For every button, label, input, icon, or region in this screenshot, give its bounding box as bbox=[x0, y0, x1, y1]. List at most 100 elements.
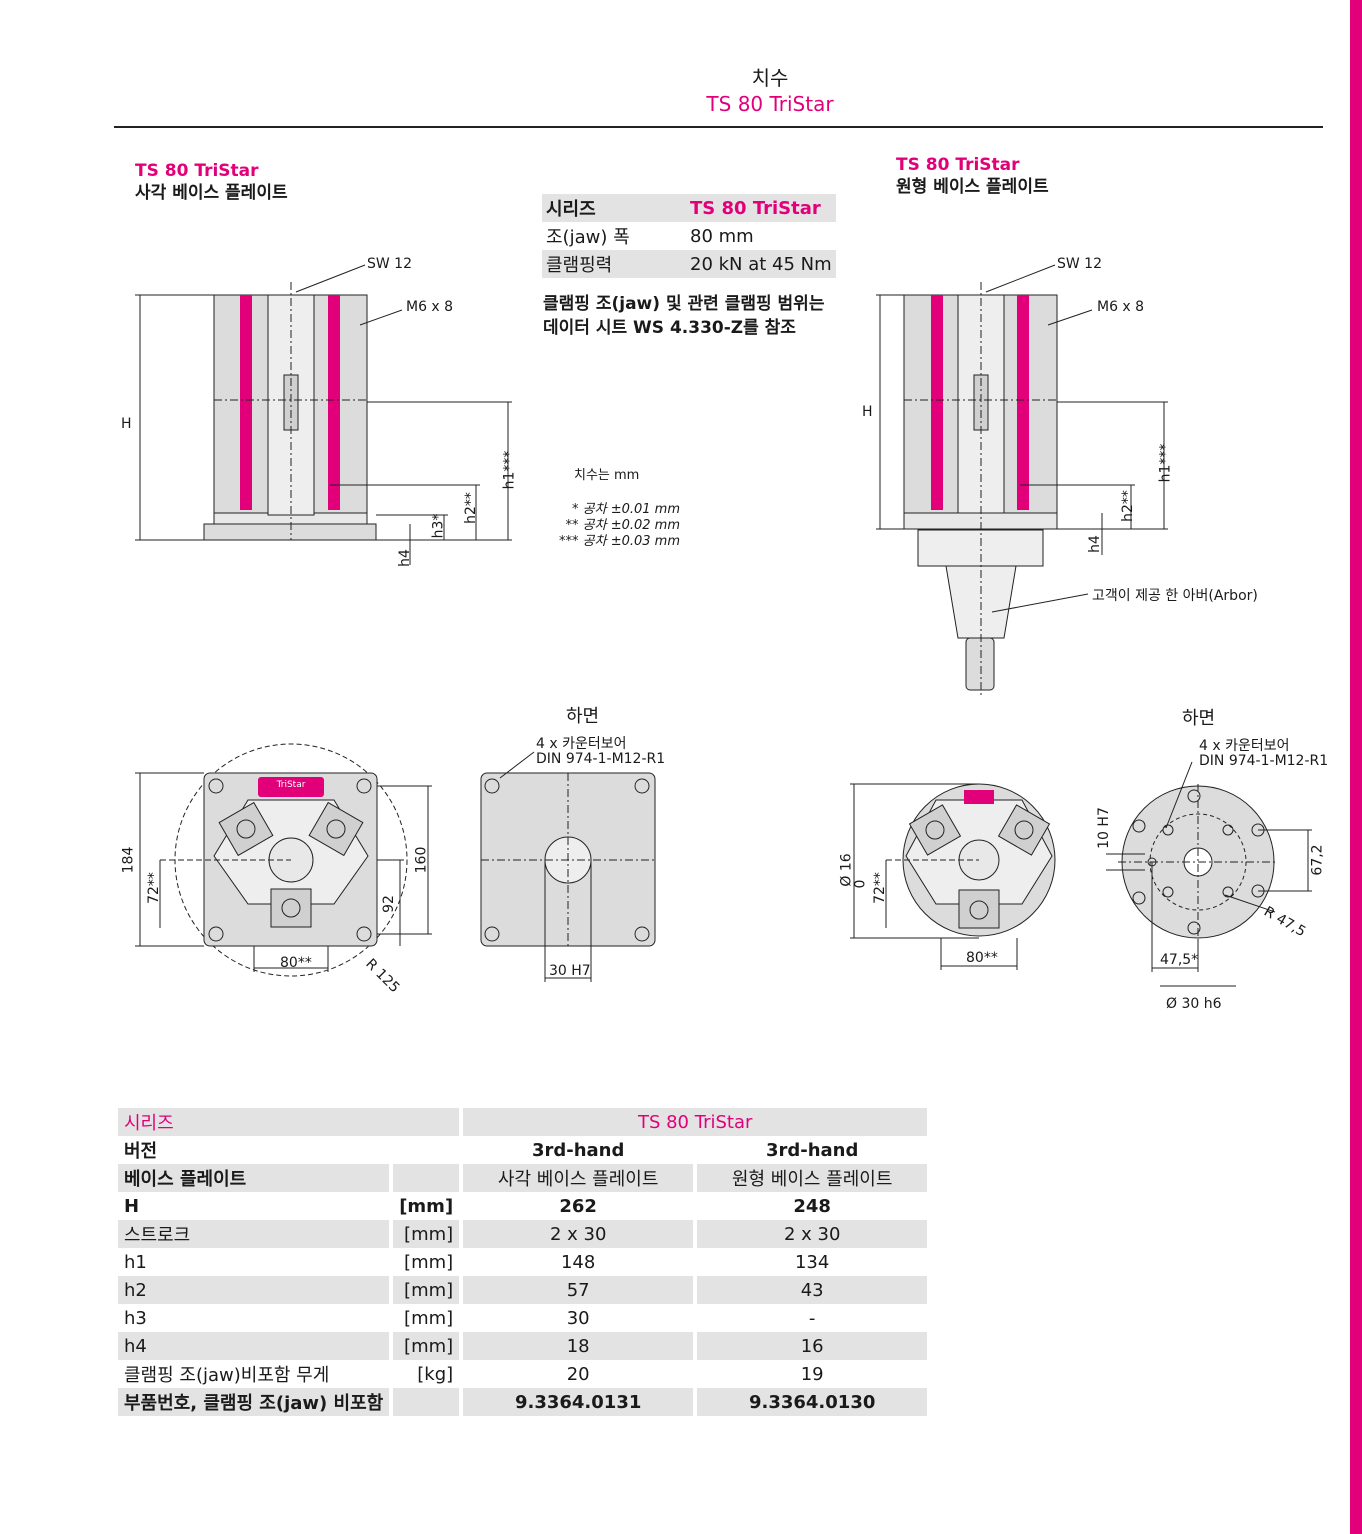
row-unit: [mm] bbox=[393, 1332, 460, 1360]
spec-row-series: 시리즈 TS 80 TriStar bbox=[542, 194, 836, 222]
row-value-square: 3rd-hand bbox=[531, 1139, 625, 1161]
spec-value: 80 mm bbox=[690, 225, 754, 247]
right-front-view bbox=[876, 264, 1168, 695]
table-row: h3 [mm] 30 - bbox=[118, 1304, 927, 1332]
dim-184: 184 bbox=[120, 846, 137, 874]
page-title: 치수 bbox=[751, 66, 789, 90]
table-row: 클램핑 조(jaw)비포함 무게 [kg] 20 19 bbox=[118, 1360, 927, 1388]
label-m6-right: M6 x 8 bbox=[1097, 299, 1145, 315]
plate-logo-left: TriStar bbox=[276, 780, 306, 790]
reference-note: 클램핑 조(jaw) 및 관련 클램핑 범위는 데이터 시트 WS 4.330-… bbox=[543, 292, 824, 340]
label-arbor: 고객이 제공 한 아버(Arbor) bbox=[1092, 588, 1258, 604]
row-unit bbox=[393, 1136, 459, 1164]
row-value-round: 248 bbox=[793, 1195, 831, 1217]
row-name: 클램핑 조(jaw)비포함 무게 bbox=[124, 1365, 330, 1386]
dim-47-5: 47,5* bbox=[1160, 952, 1199, 968]
row-name: 부품번호, 클램핑 조(jaw) 비포함 bbox=[118, 1388, 390, 1416]
spec-value: 20 kN at 45 Nm bbox=[686, 250, 836, 278]
label-h-right: H bbox=[862, 404, 873, 420]
table-header-row: 시리즈 TS 80 TriStar bbox=[118, 1108, 928, 1136]
dimension-table: 시리즈 TS 80 TriStar 버전 3rd-hand 3rd-hand 베… bbox=[114, 1108, 931, 1416]
label-h4-left: h4 bbox=[396, 549, 413, 567]
dim-160: 160 bbox=[413, 846, 430, 874]
page-edge-accent-bar bbox=[1350, 0, 1362, 1534]
row-unit: [mm] bbox=[393, 1276, 460, 1304]
header-divider bbox=[114, 126, 1323, 128]
row-value-square: 사각 베이스 플레이트 bbox=[463, 1164, 694, 1192]
row-unit: [mm] bbox=[399, 1195, 454, 1217]
row-value-round: 134 bbox=[794, 1251, 830, 1273]
left-drawing-subtitle: 사각 베이스 플레이트 bbox=[135, 183, 288, 203]
row-value-square: 57 bbox=[463, 1276, 694, 1304]
row-value-square: 148 bbox=[560, 1251, 596, 1273]
right-drawing-subtitle: 원형 베이스 플레이트 bbox=[896, 177, 1049, 197]
table-row: h1 [mm] 148 134 bbox=[118, 1248, 927, 1276]
counterbore-line-1: 4 x 카운터보어 bbox=[1199, 738, 1290, 754]
label-h-left: H bbox=[121, 416, 132, 432]
row-name: 스트로크 bbox=[118, 1220, 390, 1248]
label-h3-left: h3* bbox=[430, 513, 447, 539]
label-h2-left: h2** bbox=[462, 492, 479, 524]
label-h4-right: h4 bbox=[1086, 535, 1103, 553]
table-row: 부품번호, 클램핑 조(jaw) 비포함 9.3364.0131 9.3364.… bbox=[118, 1388, 928, 1416]
row-name: h2 bbox=[118, 1276, 390, 1304]
spec-label: 조(jaw) 폭 bbox=[546, 227, 630, 248]
table-row: 버전 3rd-hand 3rd-hand bbox=[118, 1136, 927, 1164]
spec-value: TS 80 TriStar bbox=[686, 194, 836, 222]
series-value: TS 80 TriStar bbox=[463, 1108, 928, 1136]
row-value-round: 16 bbox=[697, 1332, 928, 1360]
spec-row-clamping-force: 클램핑력 20 kN at 45 Nm bbox=[542, 250, 836, 278]
left-drawing-heading: TS 80 TriStar 사각 베이스 플레이트 bbox=[135, 160, 288, 204]
left-bottom-view-2 bbox=[480, 751, 656, 982]
table-row: 베이스 플레이트 사각 베이스 플레이트 원형 베이스 플레이트 bbox=[118, 1164, 928, 1192]
page-subtitle: TS 80 TriStar bbox=[706, 92, 834, 116]
row-value-round: 원형 베이스 플레이트 bbox=[697, 1164, 928, 1192]
row-value-square: 18 bbox=[463, 1332, 694, 1360]
spec-label: 클램핑력 bbox=[542, 250, 686, 278]
dim-72-right: 72** bbox=[871, 872, 888, 904]
series-label: 시리즈 bbox=[118, 1108, 460, 1136]
row-value-square: 262 bbox=[559, 1195, 597, 1217]
label-m6-left: M6 x 8 bbox=[406, 299, 454, 315]
label-h1-right: h1*** bbox=[1157, 443, 1174, 483]
label-h2-right: h2** bbox=[1119, 490, 1136, 522]
row-unit bbox=[393, 1164, 460, 1192]
right-drawing-title: TS 80 TriStar bbox=[896, 155, 1020, 175]
row-name: h4 bbox=[118, 1332, 390, 1360]
label-counterbore-left: 4 x 카운터보어 DIN 974-1-M12-R1 bbox=[536, 737, 665, 767]
row-value-round: 19 bbox=[800, 1363, 824, 1385]
counterbore-line-1: 4 x 카운터보어 bbox=[536, 736, 627, 752]
left-bottom-view-1 bbox=[135, 743, 432, 977]
tolerance-1: * 공차 ±0.01 mm bbox=[572, 502, 680, 517]
label-bottom-view-right: 하면 bbox=[1182, 708, 1216, 729]
row-unit: [mm] bbox=[393, 1220, 460, 1248]
reference-note-line-1: 클램핑 조(jaw) 및 관련 클램핑 범위는 bbox=[543, 294, 825, 314]
row-value-square: 30 bbox=[566, 1307, 590, 1329]
spec-label: 시리즈 bbox=[542, 194, 686, 222]
table-row: 스트로크 [mm] 2 x 30 2 x 30 bbox=[118, 1220, 928, 1248]
left-drawing-title: TS 80 TriStar bbox=[135, 161, 259, 181]
table-row: h4 [mm] 18 16 bbox=[118, 1332, 928, 1360]
row-name: h3 bbox=[124, 1307, 147, 1329]
spec-row-jaw-width: 조(jaw) 폭 80 mm bbox=[542, 222, 836, 250]
label-sw-right: SW 12 bbox=[1057, 256, 1102, 272]
row-unit: [mm] bbox=[404, 1251, 454, 1273]
row-value-round: 3rd-hand bbox=[765, 1139, 859, 1161]
right-bottom-view-1 bbox=[850, 783, 1056, 970]
row-value-square: 2 x 30 bbox=[463, 1220, 694, 1248]
left-front-view bbox=[135, 264, 512, 565]
label-h1-left: h1*** bbox=[501, 450, 518, 490]
counterbore-line-2: DIN 974-1-M12-R1 bbox=[536, 751, 666, 767]
label-counterbore-right: 4 x 카운터보어 DIN 974-1-M12-R1 bbox=[1199, 739, 1328, 769]
row-name: 버전 bbox=[124, 1141, 158, 1162]
dim-10h7: 10 H7 bbox=[1095, 807, 1112, 849]
tolerance-2: ** 공차 ±0.02 mm bbox=[565, 518, 680, 533]
dim-0: 0 bbox=[852, 879, 869, 889]
reference-note-line-2: 데이터 시트 WS 4.330-Z를 참조 bbox=[543, 318, 796, 338]
row-name: h1 bbox=[124, 1251, 147, 1273]
dim-80-right: 80** bbox=[966, 950, 998, 966]
dim-80-left: 80** bbox=[280, 955, 312, 971]
dim-92: 92 bbox=[380, 895, 397, 913]
row-name: 베이스 플레이트 bbox=[118, 1164, 390, 1192]
row-value-round: 43 bbox=[697, 1276, 928, 1304]
